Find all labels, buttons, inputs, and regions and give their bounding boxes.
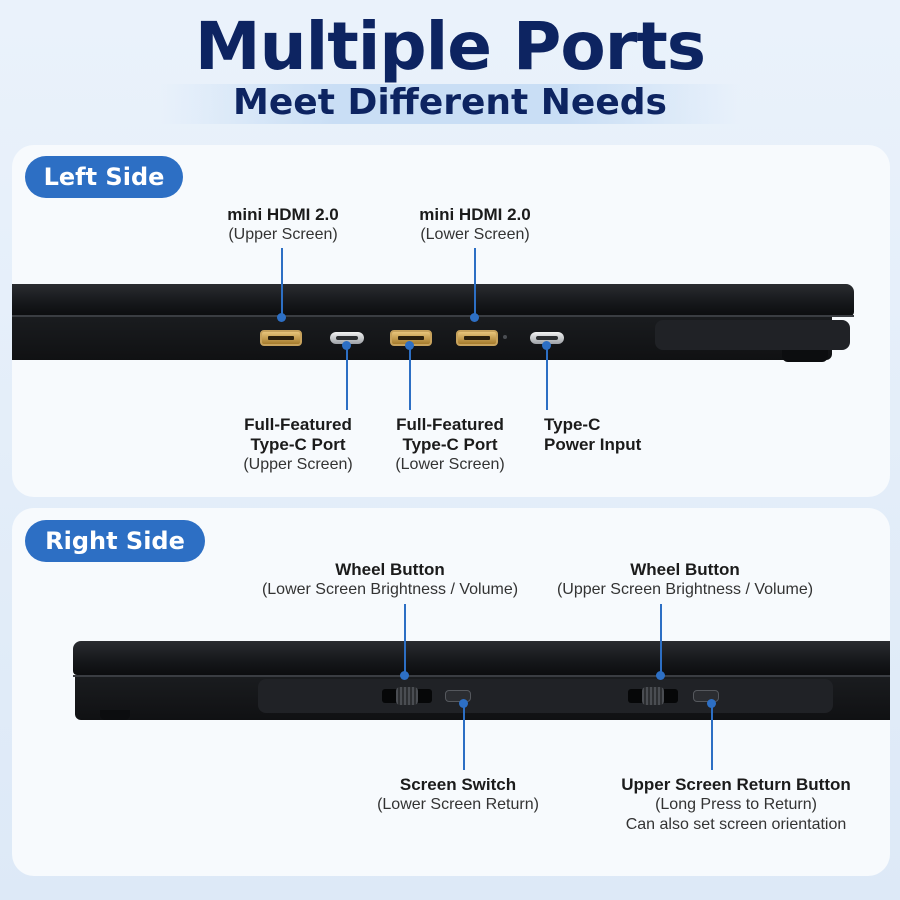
label-title: Power Input xyxy=(544,435,642,454)
left-side-heading: Left Side xyxy=(25,156,183,198)
label-title: Wheel Button xyxy=(630,560,740,579)
label-title: mini HDMI 2.0 xyxy=(227,205,339,224)
label-title: Wheel Button xyxy=(335,560,445,579)
label-type-c-lower: Full-Featured Type-C Port (Lower Screen) xyxy=(370,415,530,475)
label-title: Type-C Port xyxy=(250,435,346,454)
label-note: (Long Press to Return) xyxy=(655,796,817,813)
label-title: Screen Switch xyxy=(399,775,517,794)
label-note: Can also set screen orientation xyxy=(625,816,847,833)
pointer-line xyxy=(660,604,662,676)
label-type-c-power: Type-C Power Input xyxy=(544,415,684,455)
pointer-dot xyxy=(459,699,468,708)
label-wheel-upper: Wheel Button (Upper Screen Brightness / … xyxy=(540,560,830,600)
label-note: (Lower Screen) xyxy=(395,456,505,473)
pointer-line xyxy=(463,704,465,770)
label-note: (Lower Screen) xyxy=(420,226,530,243)
mini-hdmi-lower-port-2 xyxy=(456,330,498,346)
label-title: Full-Featured xyxy=(396,415,504,434)
pointer-dot xyxy=(707,699,716,708)
pointer-line xyxy=(711,704,713,770)
page-title: Multiple Ports xyxy=(194,8,706,85)
pointer-dot xyxy=(542,341,551,350)
type-c-power-port xyxy=(530,332,564,344)
label-mini-hdmi-lower: mini HDMI 2.0 (Lower Screen) xyxy=(375,205,575,245)
label-screen-switch: Screen Switch (Lower Screen Return) xyxy=(358,775,558,815)
wheel-button-lower xyxy=(382,687,432,705)
pointer-dot xyxy=(277,313,286,322)
left-device-foot xyxy=(782,350,828,362)
indicator-led xyxy=(503,335,507,339)
label-note: (Lower Screen Return) xyxy=(377,796,539,813)
right-device-foot xyxy=(100,710,130,720)
pointer-dot xyxy=(342,341,351,350)
pointer-line xyxy=(546,346,548,410)
right-device-upper-body xyxy=(73,641,890,675)
label-note: (Upper Screen Brightness / Volume) xyxy=(556,581,814,598)
page-subtitle: Meet Different Needs xyxy=(233,82,667,123)
pointer-dot xyxy=(400,671,409,680)
label-mini-hdmi-upper: mini HDMI 2.0 (Upper Screen) xyxy=(183,205,383,245)
label-title: mini HDMI 2.0 xyxy=(419,205,531,224)
label-upper-screen-return: Upper Screen Return Button (Long Press t… xyxy=(600,775,872,835)
right-device-recess xyxy=(258,679,833,713)
label-note: (Upper Screen) xyxy=(228,226,338,243)
mini-hdmi-upper-port xyxy=(260,330,302,346)
pointer-line xyxy=(404,604,406,676)
label-wheel-lower: Wheel Button (Lower Screen Brightness / … xyxy=(240,560,540,600)
left-device-upper-body xyxy=(12,284,854,316)
type-c-upper-port xyxy=(330,332,364,344)
label-title: Type-C Port xyxy=(402,435,498,454)
left-device-seam xyxy=(12,315,854,317)
pointer-dot xyxy=(405,341,414,350)
pointer-dot xyxy=(470,313,479,322)
label-type-c-upper: Full-Featured Type-C Port (Upper Screen) xyxy=(218,415,378,475)
left-device-recess xyxy=(655,320,850,350)
right-side-heading: Right Side xyxy=(25,520,205,562)
right-device-seam xyxy=(73,675,890,677)
pointer-line xyxy=(346,346,348,410)
label-title: Type-C xyxy=(544,415,601,434)
label-note: (Upper Screen) xyxy=(243,456,353,473)
label-title: Full-Featured xyxy=(244,415,352,434)
pointer-line xyxy=(474,248,476,318)
wheel-button-upper xyxy=(628,687,678,705)
subtitle-highlight xyxy=(160,84,740,124)
pointer-line xyxy=(281,248,283,318)
pointer-line xyxy=(409,346,411,410)
label-title: Upper Screen Return Button xyxy=(621,775,851,794)
pointer-dot xyxy=(656,671,665,680)
label-note: (Lower Screen Brightness / Volume) xyxy=(261,581,519,598)
